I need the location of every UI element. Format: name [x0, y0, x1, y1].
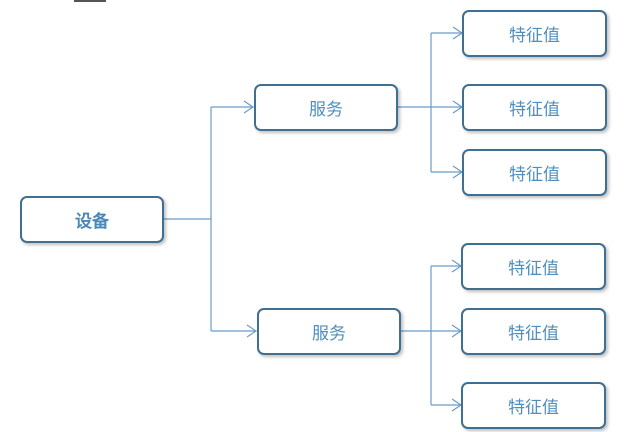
- characteristic-node-1-2: 特征值: [462, 84, 607, 131]
- characteristic-node-1-3: 特征值: [462, 149, 607, 196]
- arrowhead-service-1: [243, 100, 255, 114]
- characteristic-node-2-2: 特征值: [461, 308, 606, 355]
- characteristic-node-1-1: 特征值: [462, 10, 607, 57]
- service-node-2: 服务: [257, 308, 401, 355]
- device-node: 设备: [20, 196, 164, 243]
- service-node-1: 服务: [254, 84, 398, 131]
- arrowhead-service-2: [246, 324, 258, 338]
- characteristic-node-2-3: 特征值: [461, 382, 606, 429]
- characteristic-node-2-1: 特征值: [461, 243, 606, 290]
- top-edge-mark: [74, 0, 106, 2]
